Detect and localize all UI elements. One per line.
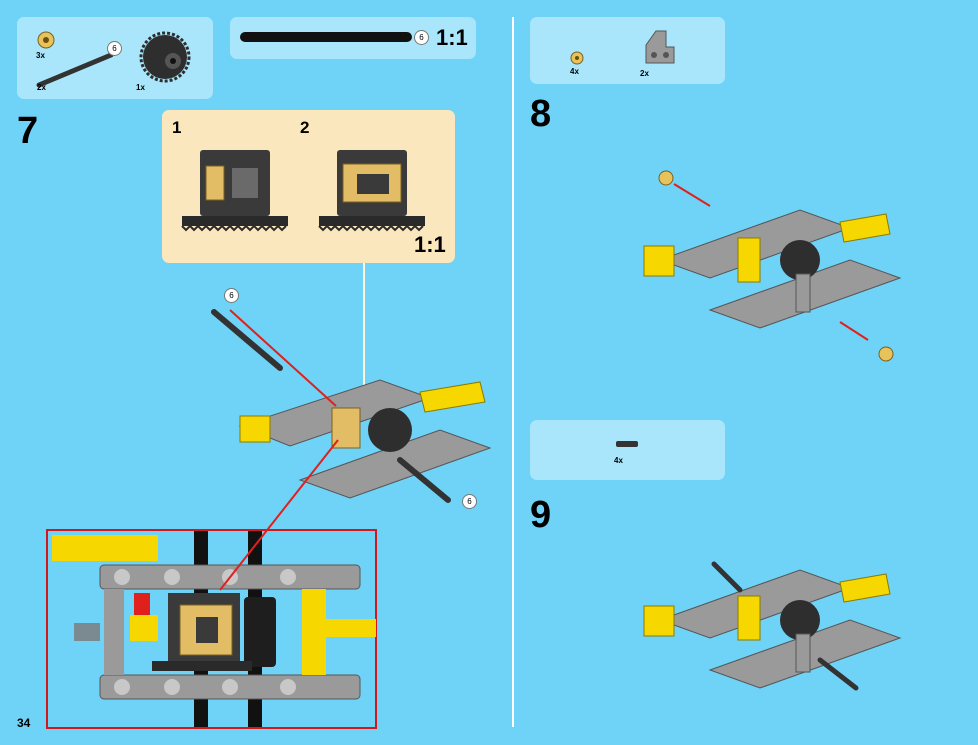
bevel-gear-icon [37, 31, 55, 49]
axle-icon [36, 52, 114, 88]
step7-parts-box: 3x 6 2x 1x [17, 17, 213, 99]
ruler-scale-label: 1:1 [436, 25, 468, 50]
callout-sub-step-2: 2 [300, 118, 310, 137]
differential-quantity: 1x [136, 83, 145, 92]
step9-model-illustration [643, 561, 902, 691]
axle-bottom-badge: 6 [462, 494, 477, 509]
differential-with-gears-illustration [318, 150, 425, 232]
step7-model-illustration [211, 309, 492, 503]
step8-parts-box: 4x 2x [530, 17, 725, 84]
connector-icon [645, 30, 675, 64]
step8-number: 8 [530, 93, 552, 135]
detail-inset-illustration [52, 531, 376, 727]
differential-open-illustration [181, 150, 288, 232]
gear-quantity: 3x [36, 51, 45, 60]
detail-inset [46, 529, 377, 729]
ruler-box: 6 1:1 [230, 17, 476, 59]
axle-top-badge: 6 [224, 288, 239, 303]
differential-icon [139, 31, 191, 83]
page-number: 34 [17, 716, 31, 730]
pin-quantity: 4x [614, 456, 623, 465]
step8-model-illustration [643, 170, 902, 362]
bush-quantity: 4x [570, 67, 579, 76]
axle-quantity: 2x [37, 83, 46, 92]
connector-quantity: 2x [640, 69, 649, 78]
callout-scale-label: 1:1 [414, 232, 446, 257]
ruler-length-badge: 6 [414, 30, 429, 45]
axle-length-badge: 6 [107, 41, 122, 56]
callout-sub-step-1: 1 [172, 118, 182, 137]
page-divider [512, 17, 514, 727]
pin-icon [616, 441, 638, 447]
step7-callout: 1 2 1:1 [162, 110, 455, 263]
step7-number: 7 [17, 110, 39, 152]
step9-parts-box: 4x [530, 420, 725, 480]
axle-ruler-bar [240, 32, 412, 42]
bush-icon [570, 51, 584, 65]
step9-number: 9 [530, 494, 552, 536]
